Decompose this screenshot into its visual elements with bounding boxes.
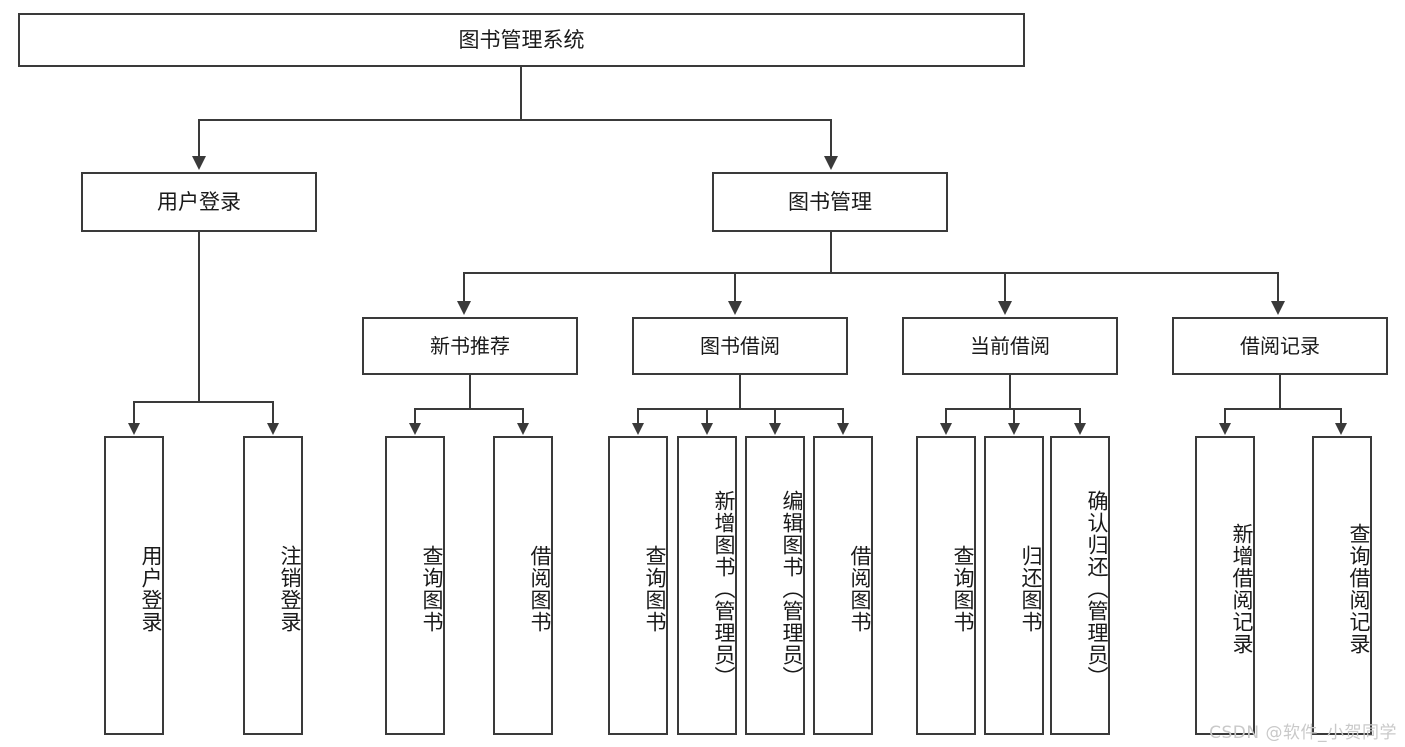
arrowhead-leaf-add-record	[1219, 423, 1231, 435]
node-label: 查询图书	[420, 544, 444, 633]
connector-level2-bus	[463, 272, 1278, 274]
node-label: 借阅图书	[848, 544, 872, 633]
node-borrow-record[interactable]: 借阅记录	[1172, 317, 1388, 375]
node-label: 新增图书（管理员）	[712, 489, 736, 688]
connector-user-login-stem	[198, 232, 200, 401]
node-leaf-add-book[interactable]: 新增图书（管理员）	[677, 436, 737, 735]
arrowhead-leaf-user-login	[128, 423, 140, 435]
node-label: 新书推荐	[430, 333, 510, 358]
node-label: 新增借阅记录	[1230, 522, 1254, 655]
arrowhead-leaf-query-book-1	[409, 423, 421, 435]
connector-level2-drop-3	[1004, 272, 1006, 301]
arrowhead-leaf-add-book	[701, 423, 713, 435]
connector-borrow-record-drop-1	[1224, 408, 1226, 423]
node-label: 图书管理系统	[458, 27, 585, 52]
arrowhead-leaf-query-record	[1335, 423, 1347, 435]
connector-new-book-drop-2	[522, 408, 524, 423]
node-label: 查询借阅记录	[1347, 522, 1371, 655]
arrowhead-user-login	[192, 156, 206, 170]
node-label: 借阅记录	[1240, 333, 1320, 358]
connector-root-to-user-login	[198, 119, 200, 156]
node-label: 归还图书	[1019, 544, 1043, 633]
connector-book-borrow-bus	[637, 408, 844, 410]
node-label: 当前借阅	[970, 333, 1050, 358]
connector-user-login-bus	[133, 401, 273, 403]
node-label: 图书借阅	[700, 333, 780, 358]
connector-root-to-book-mgmt	[830, 119, 832, 156]
node-leaf-user-login[interactable]: 用户登录	[104, 436, 164, 735]
node-leaf-add-borrow-record[interactable]: 新增借阅记录	[1195, 436, 1255, 735]
connector-book-borrow-drop-4	[842, 408, 844, 423]
node-book-borrow[interactable]: 图书借阅	[632, 317, 848, 375]
connector-new-book-drop-1	[414, 408, 416, 423]
arrowhead-book-mgmt	[824, 156, 838, 170]
node-label: 确认归还（管理员）	[1085, 489, 1109, 688]
connector-root-stem	[520, 67, 522, 119]
arrowhead-leaf-query-book-2	[632, 423, 644, 435]
node-label: 查询图书	[643, 544, 667, 633]
node-leaf-borrow-book[interactable]: 借阅图书	[813, 436, 873, 735]
node-leaf-query-borrow-record[interactable]: 查询借阅记录	[1312, 436, 1372, 735]
node-leaf-logout[interactable]: 注销登录	[243, 436, 303, 735]
connector-current-borrow-drop-3	[1079, 408, 1081, 423]
connector-current-borrow-bus	[945, 408, 1080, 410]
connector-book-borrow-drop-3	[774, 408, 776, 423]
node-leaf-confirm-return[interactable]: 确认归还（管理员）	[1050, 436, 1110, 735]
node-book-management[interactable]: 图书管理	[712, 172, 948, 232]
arrowhead-leaf-borrow-book-2	[837, 423, 849, 435]
connector-root-bus	[198, 119, 832, 121]
connector-book-borrow-drop-1	[637, 408, 639, 423]
connector-current-borrow-stem	[1009, 375, 1011, 408]
arrowhead-leaf-edit-book	[769, 423, 781, 435]
node-leaf-query-book-recommend[interactable]: 查询图书	[385, 436, 445, 735]
connector-user-login-drop-1	[133, 401, 135, 423]
connector-current-borrow-drop-2	[1013, 408, 1015, 423]
watermark-text: CSDN @软件_小贺同学	[1209, 723, 1397, 743]
connector-borrow-record-drop-2	[1340, 408, 1342, 423]
connector-new-book-stem	[469, 375, 471, 408]
arrowhead-leaf-return-book	[1008, 423, 1020, 435]
arrowhead-leaf-logout	[267, 423, 279, 435]
connector-level2-drop-1	[463, 272, 465, 301]
arrowhead-leaf-confirm-return	[1074, 423, 1086, 435]
node-label: 借阅图书	[528, 544, 552, 633]
connector-new-book-bus	[414, 408, 524, 410]
node-leaf-borrow-book-recommend[interactable]: 借阅图书	[493, 436, 553, 735]
node-leaf-edit-book[interactable]: 编辑图书（管理员）	[745, 436, 805, 735]
arrowhead-borrow-record	[1271, 301, 1285, 315]
connector-borrow-record-bus	[1224, 408, 1342, 410]
node-label: 编辑图书（管理员）	[780, 489, 804, 688]
node-root-system[interactable]: 图书管理系统	[18, 13, 1025, 67]
arrowhead-book-borrow	[728, 301, 742, 315]
node-user-login[interactable]: 用户登录	[81, 172, 317, 232]
node-label: 注销登录	[278, 544, 302, 633]
connector-book-borrow-drop-2	[706, 408, 708, 423]
arrowhead-leaf-query-book-3	[940, 423, 952, 435]
connector-book-borrow-stem	[739, 375, 741, 408]
connector-borrow-record-stem	[1279, 375, 1281, 408]
node-leaf-query-book-borrow[interactable]: 查询图书	[608, 436, 668, 735]
connector-current-borrow-drop-1	[945, 408, 947, 423]
connector-level2-drop-4	[1277, 272, 1279, 301]
node-leaf-return-book[interactable]: 归还图书	[984, 436, 1044, 735]
node-label: 查询图书	[951, 544, 975, 633]
node-current-borrow[interactable]: 当前借阅	[902, 317, 1118, 375]
arrowhead-current-borrow	[998, 301, 1012, 315]
node-label: 用户登录	[139, 544, 163, 633]
connector-level2-drop-2	[734, 272, 736, 301]
node-label: 用户登录	[157, 189, 241, 214]
node-leaf-query-book-current[interactable]: 查询图书	[916, 436, 976, 735]
arrowhead-leaf-borrow-book-1	[517, 423, 529, 435]
node-new-book-recommend[interactable]: 新书推荐	[362, 317, 578, 375]
arrowhead-new-book-recommend	[457, 301, 471, 315]
connector-user-login-drop-2	[272, 401, 274, 423]
connector-book-mgmt-stem	[830, 232, 832, 272]
node-label: 图书管理	[788, 189, 872, 214]
